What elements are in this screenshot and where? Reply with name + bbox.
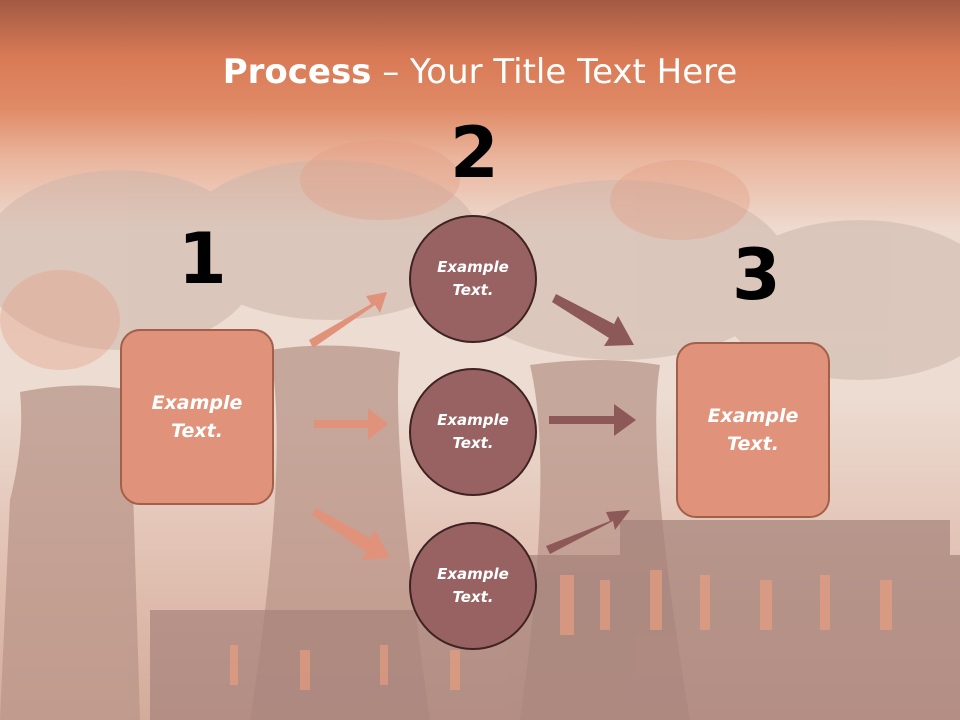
slide-title: Process – Your Title Text Here: [0, 52, 960, 92]
title-rest: – Your Title Text Here: [371, 52, 738, 92]
circle3-text-line1: Example: [437, 564, 509, 583]
circle2-text-line2: Text.: [452, 434, 494, 452]
circle3-text-line2: Text.: [452, 588, 494, 606]
arrow-right-middle: [549, 404, 636, 436]
step1-text-line1: Example: [151, 391, 243, 414]
arrow-left-down: [312, 508, 390, 560]
step3-text-line1: Example: [707, 404, 799, 427]
arrow-left-up: [309, 292, 387, 348]
step1-text-line2: Text.: [171, 420, 223, 442]
circle2-text-line1: Example: [437, 410, 509, 429]
circle1-text-line2: Text.: [452, 281, 494, 299]
arrow-right-up: [546, 510, 630, 554]
step-number-1: 1: [178, 218, 227, 300]
circle1-text-line1: Example: [437, 257, 509, 276]
step3-text-line2: Text.: [727, 433, 779, 455]
step-number-2: 2: [450, 112, 499, 194]
arrow-right-down: [552, 294, 634, 346]
title-bold: Process: [222, 52, 372, 92]
arrow-left-middle: [314, 408, 388, 440]
step-number-3: 3: [732, 234, 781, 316]
